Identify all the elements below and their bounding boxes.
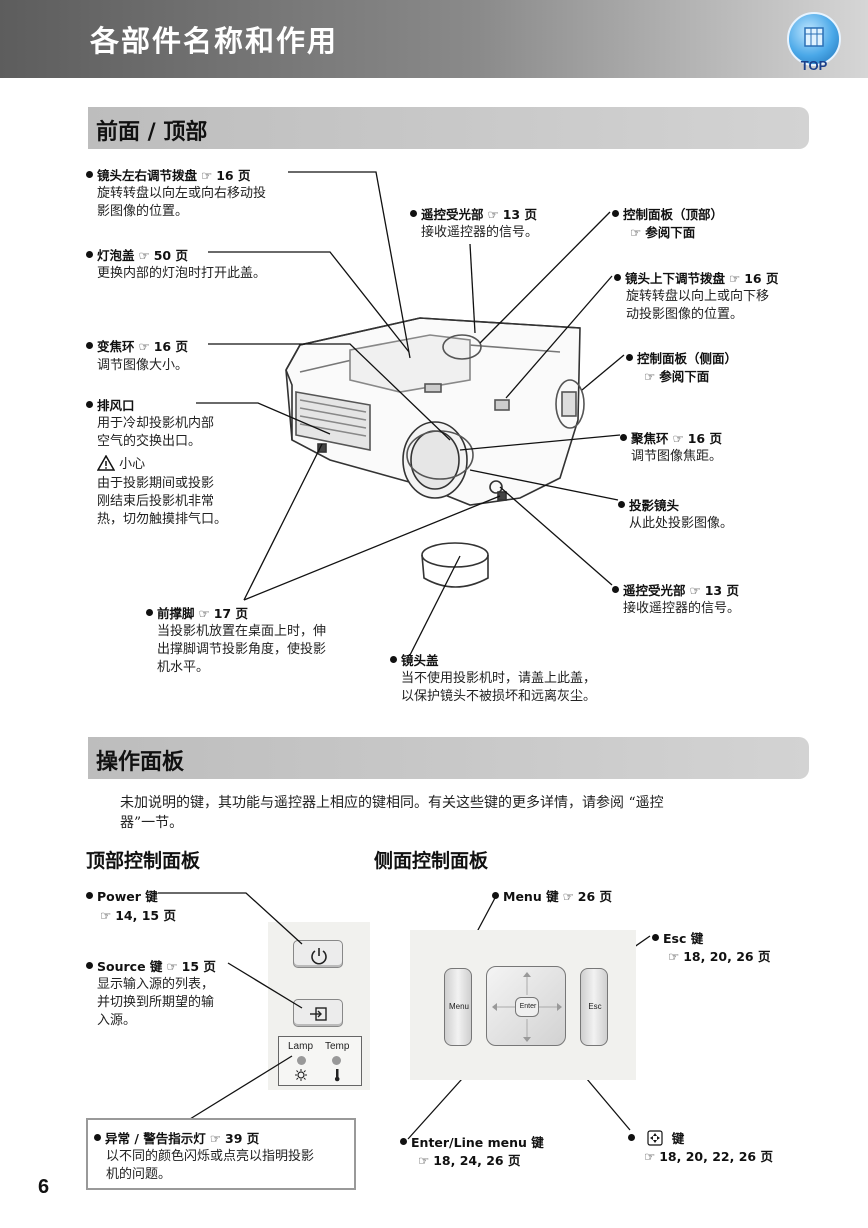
callout-power-key: Power 键 (86, 886, 158, 905)
callout-focus-ring-desc: 调节图像焦距。 (631, 449, 723, 464)
lamp-label: Lamp (288, 1041, 314, 1052)
reference-icon: ☞ (138, 248, 150, 263)
callout-arrow-keys-page: ☞18, 20, 22, 26 页 (644, 1149, 773, 1164)
reference-icon: ☞ (100, 908, 112, 923)
reference-icon: ☞ (201, 168, 213, 183)
reference-icon: ☞ (166, 959, 178, 974)
reference-icon: ☞ (668, 949, 680, 964)
warning-triangle-icon (96, 454, 116, 471)
callout-remote-front: 遥控受光部☞13 页 (612, 580, 739, 599)
callout-lens-cap-desc: 当不使用投影机时，请盖上此盖，以保护镜头不被损坏和远离灰尘。 (401, 671, 597, 704)
callout-exhaust: 排风口 (86, 395, 135, 414)
reference-icon: ☞ (644, 369, 656, 384)
reference-icon: ☞ (672, 431, 684, 446)
reference-icon: ☞ (562, 889, 574, 904)
source-icon (310, 1007, 327, 1021)
caution-desc: 由于投影期间或投影刚结束后投影机非常热，切勿触摸排气口。 (97, 476, 228, 527)
callout-esc-key: Esc 键 (652, 928, 703, 947)
projector-illustration (196, 171, 625, 656)
top-panel-title: 顶部控制面板 (86, 850, 201, 872)
callout-focus-ring: 聚焦环☞16 页 (620, 428, 722, 447)
callout-power-key-page: ☞14, 15 页 (100, 908, 176, 923)
callout-lens: 投影镜头 (618, 495, 679, 514)
page-number: 6 (38, 1176, 50, 1198)
enter-key[interactable]: Enter (515, 997, 539, 1017)
reference-icon: ☞ (689, 583, 701, 598)
power-icon (311, 948, 327, 965)
callout-lens-shift-v: 镜头上下调节拨盘☞16 页 (614, 268, 778, 287)
callout-lens-shift-h-desc: 旋转转盘以向左或向右移动投影图像的位置。 (97, 186, 267, 219)
top-button[interactable]: TOP (785, 12, 843, 74)
panel-intro: 未加说明的键，其功能与遥控器上相应的键相同。有关这些键的更多详情，请参阅 “遥控… (120, 795, 664, 831)
lamp-icon (295, 1069, 307, 1081)
reference-icon: ☞ (644, 1149, 656, 1164)
arrow-pad[interactable]: Enter (486, 966, 566, 1046)
callout-enter-key-page: ☞18, 24, 26 页 (418, 1153, 521, 1168)
thermometer-icon (334, 1069, 340, 1082)
callout-lens-desc: 从此处投影图像。 (629, 516, 734, 531)
callout-source-key: Source 键☞15 页 (86, 956, 216, 975)
enter-key-label: Enter (519, 1003, 537, 1010)
section-panel-title: 操作面板 (96, 750, 185, 775)
reference-icon: ☞ (729, 271, 741, 286)
callout-warning-indicator: 异常 / 警告指示灯☞39 页 (94, 1128, 259, 1147)
callout-lens-shift-h: 镜头左右调节拨盘☞16 页 (86, 165, 250, 184)
esc-key[interactable]: Esc (580, 968, 608, 1046)
reference-icon: ☞ (630, 225, 642, 240)
side-panel-title: 侧面控制面板 (374, 850, 489, 872)
callout-front-feet: 前撑脚☞17 页 (146, 603, 248, 622)
reference-icon: ☞ (209, 1131, 221, 1146)
callout-lens-shift-v-desc: 旋转转盘以向上或向下移动投影图像的位置。 (626, 289, 770, 322)
callout-remote-top: 遥控受光部☞13 页 (410, 204, 537, 223)
lamp-indicator (297, 1056, 306, 1065)
callout-lens-cap: 镜头盖 (390, 650, 439, 669)
callout-remote-front-desc: 接收遥控器的信号。 (623, 601, 741, 616)
callout-esc-key-page: ☞18, 20, 26 页 (668, 949, 771, 964)
page-title: 各部件名称和作用 (90, 24, 339, 58)
esc-key-label: Esc (588, 1002, 602, 1011)
reference-icon: ☞ (487, 207, 499, 222)
callout-lamp-cover-desc: 更换内部的灯泡时打开此盖。 (97, 266, 267, 281)
caution-title: 小心 (96, 454, 145, 474)
callout-remote-top-desc: 接收遥控器的信号。 (421, 225, 539, 240)
callout-source-key-desc: 显示输入源的列表，并切换到所期望的输入源。 (97, 977, 215, 1028)
arrow-keys-icon (647, 1130, 663, 1146)
section-front-top-title: 前面 / 顶部 (96, 120, 208, 145)
callout-panel-side-ref: ☞参阅下面 (644, 369, 710, 384)
callout-menu-key: Menu 键☞26 页 (492, 886, 612, 905)
callout-arrow-keys: 键 (628, 1128, 684, 1147)
callout-exhaust-desc: 用于冷却投影机内部空气的交换出口。 (97, 416, 215, 449)
menu-key-label: Menu (448, 1002, 469, 1011)
temp-indicator (332, 1056, 341, 1065)
page-header (0, 0, 868, 78)
section-panel-bar: 操作面板 (88, 737, 809, 779)
reference-icon: ☞ (418, 1153, 430, 1168)
callout-zoom-ring-desc: 调节图像大小。 (97, 358, 189, 373)
callout-lamp-cover: 灯泡盖☞50 页 (86, 245, 188, 264)
menu-key[interactable]: Menu (444, 968, 472, 1046)
callout-enter-key: Enter/Line menu 键 (400, 1132, 544, 1151)
callout-panel-side: 控制面板（侧面） (626, 348, 737, 367)
source-key[interactable] (293, 999, 343, 1027)
power-key[interactable] (293, 940, 343, 968)
callout-zoom-ring: 变焦环☞16 页 (86, 336, 188, 355)
temp-label: Temp (325, 1041, 350, 1052)
home-icon (787, 12, 841, 66)
callout-panel-top-ref: ☞参阅下面 (630, 225, 696, 240)
reference-icon: ☞ (138, 339, 150, 354)
arrow-pad-icon (492, 972, 562, 1042)
callout-front-feet-desc: 当投影机放置在桌面上时，伸出撑脚调节投影角度，使投影机水平。 (157, 624, 327, 675)
section-front-top-bar: 前面 / 顶部 (88, 107, 809, 149)
reference-icon: ☞ (198, 606, 210, 621)
indicator-area: Lamp Temp (278, 1036, 362, 1086)
callout-warning-indicator-desc: 以不同的颜色闪烁或点亮以指明投影机的问题。 (106, 1149, 315, 1182)
warning-indicator-box: 异常 / 警告指示灯☞39 页 以不同的颜色闪烁或点亮以指明投影机的问题。 (86, 1118, 356, 1190)
callout-panel-top: 控制面板（顶部） (612, 204, 723, 223)
top-button-label: TOP (800, 58, 828, 73)
